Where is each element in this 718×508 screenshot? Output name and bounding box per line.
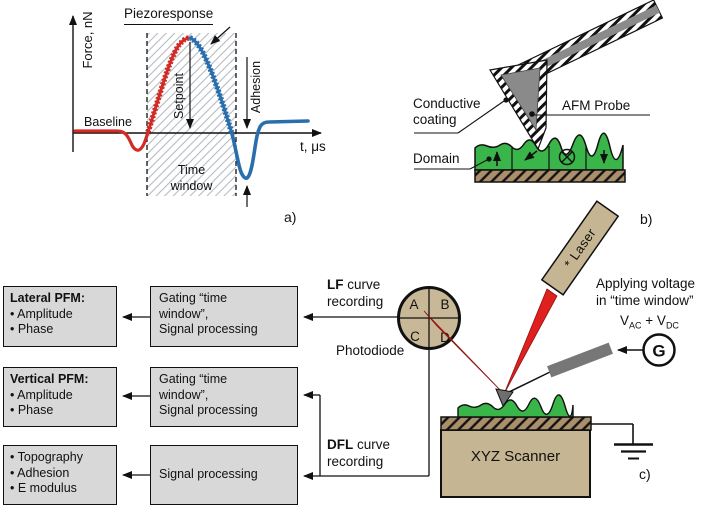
setpoint-label: Setpoint [172,73,186,119]
generator-letter: G [652,342,665,361]
v-ac: V [620,313,630,328]
x-axis-label: t, μs [300,139,326,154]
panel-c-letter: c) [639,466,651,482]
cantilever-line [506,371,551,394]
topography-item: • E modulus [10,481,77,495]
panel-b-letter: b) [640,211,653,227]
substrate-hatch [474,169,626,183]
y-axis-label: Force, nN [80,11,95,69]
time-window-line1: Time [177,163,206,177]
piezoresponse-pointer-arrow [210,26,231,45]
polarization-diagonal-arrow [524,150,538,161]
conductive-coating-line2: coating [413,112,457,127]
panel-a-plot [69,15,322,207]
photodiode-label: Photodiode [336,343,405,358]
gating-block-1: Gating “time window”, Signal processing [150,286,298,347]
v-dc: V [656,313,666,328]
photodiode-quadrant-c: C [410,329,420,344]
force-curve-red-smooth [73,129,150,152]
lateral-pfm-title: Lateral PFM: [10,291,86,305]
force-curve-red-markers [145,35,191,133]
polarization-into-page-icon [558,148,576,166]
afm-probe-leader-dot [529,111,535,117]
lf-curve-recording-label: LF curve recording [327,276,383,310]
lf-bold: LF [327,277,344,292]
cantilever-chip [547,342,613,378]
domain-leader [469,159,488,170]
dfl-line2: recording [327,454,384,469]
generator-circle [642,333,676,367]
applying-voltage-line2: in “time window” [596,293,694,308]
voltage-formula: VAC + VDC [620,313,679,331]
photodiode-quadrant-b: B [440,297,449,312]
gating1-line: window”, [159,306,209,321]
dfl-bold: DFL [327,437,354,452]
baseline-label: Baseline [84,115,132,129]
v-dc-sub: DC [665,320,679,331]
force-curve-blue-smooth [230,119,310,180]
topography-block: • Topography • Adhesion • E modulus [3,445,117,505]
lateral-pfm-item: • Amplitude [10,306,73,321]
applying-voltage-line1: Applying voltage [596,276,696,291]
conductive-coating-leader-dot [503,97,509,103]
lf-line2: recording [327,294,384,309]
lf-rest: curve [343,277,381,292]
laser-box [540,200,620,296]
gating1-line: Gating “time [159,291,228,305]
vertical-pfm-item: • Phase [10,403,54,417]
gating2-line: window”, [159,387,209,402]
gating2-line: Signal processing [159,403,258,417]
panel-b-probe-schematic [414,0,664,183]
xyz-scanner-label: XYZ Scanner [470,448,561,465]
topography-item: • Adhesion [10,465,70,480]
sample-green-layer [457,394,574,418]
vertical-pfm-item: • Amplitude [10,387,73,402]
lateral-pfm-block: Lateral PFM: • Amplitude • Phase [3,286,117,347]
lateral-pfm-item: • Phase [10,322,54,336]
domain-leader-dot [486,156,492,162]
domain-label: Domain [413,151,460,166]
tip-triangle [495,388,514,408]
scanner-substrate-hatch [440,416,592,431]
dfl-rest: curve [353,437,391,452]
force-curve-blue-markers [189,35,235,135]
vertical-pfm-title: Vertical PFM: [10,372,89,386]
topography-item: • Topography [10,450,83,464]
time-window-line2: window [170,179,213,193]
photodiode-quadrant-a: A [409,297,418,312]
time-window-label: Time window [147,162,236,194]
adhesion-label: Adhesion [249,60,263,114]
afm-probe-label: AFM Probe [562,98,631,113]
v-ac-sub: AC [629,320,642,331]
conductive-coating-label: Conductive coating [413,96,481,128]
conductive-coating-line1: Conductive [413,96,481,111]
signal-processing-block: Signal processing [150,445,298,505]
polarization-into-page-icon [561,151,573,163]
panel-a-letter: a) [284,209,297,225]
laser-beam-incident [503,288,558,395]
plus-sign: + [641,313,657,328]
applying-voltage-label: Applying voltage in “time window” [596,275,695,309]
xyz-scanner-box [440,429,591,498]
photodiode-quadrant-d: D [440,330,450,345]
time-window-hatch [147,33,236,196]
piezoresponse-label: Piezoresponse [124,6,214,25]
gating1-line: Signal processing [159,322,258,336]
gating2-line: Gating “time [159,372,228,386]
conductive-coating-leader [457,100,505,134]
panel-c-setup: A B C D [122,200,676,498]
signal-processing-line: Signal processing [159,467,258,482]
dfl-curve-recording-label: DFL curve recording [327,436,390,470]
laser-beam-reflected [423,310,507,397]
vertical-pfm-block: Vertical PFM: • Amplitude • Phase [3,367,117,427]
gating-block-2: Gating “time window”, Signal processing [150,367,298,427]
